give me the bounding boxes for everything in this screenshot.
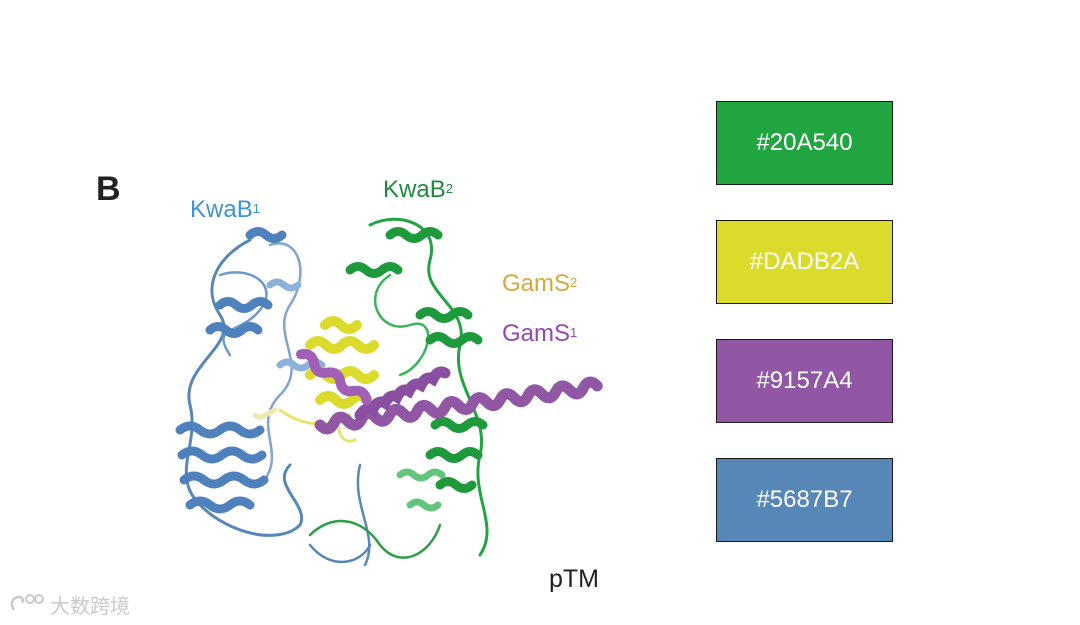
chain-label-kwab1: KwaB1 xyxy=(190,198,260,222)
color-swatch-hex-label: #5687B7 xyxy=(756,486,853,513)
protein-structure-figure: B KwaB1 KwaB2 GamS2 GamS1 xyxy=(8,170,603,619)
chain-label-gams2-name: GamS xyxy=(502,270,571,297)
gams2-tail xyxy=(252,407,278,420)
kwab2-coil xyxy=(308,519,442,559)
chain-label-gams2-superscript: 2 xyxy=(570,275,578,290)
chain-label-kwab2-superscript: 2 xyxy=(445,181,453,196)
chain-label-gams2: GamS2 xyxy=(502,272,577,296)
watermark-text: 大数跨境 xyxy=(50,596,130,618)
kwab1-helix-bundle xyxy=(175,227,287,514)
chain-label-gams1: GamS1 xyxy=(502,322,577,346)
color-swatch: #9157A4 xyxy=(716,339,893,423)
chain-label-kwab1-superscript: 1 xyxy=(252,201,260,216)
gams1-lower-helix xyxy=(295,348,372,406)
color-swatch: #DADB2A xyxy=(716,220,893,304)
color-swatch-list: #20A540 #DADB2A #9157A4 #5687B7 xyxy=(716,101,896,577)
kwab2-helix-bundle xyxy=(345,227,488,493)
panel-letter: B xyxy=(96,170,121,208)
kwab1-coil xyxy=(308,463,372,567)
ptm-label: pTM xyxy=(549,565,599,593)
watermark-logo-icon xyxy=(8,592,46,618)
chain-label-kwab1-name: KwaB xyxy=(190,196,253,223)
color-swatch-hex-label: #20A540 xyxy=(756,129,853,156)
kwab2-ribbon xyxy=(308,217,489,559)
color-swatch-hex-label: #9157A4 xyxy=(756,367,853,394)
chain-label-kwab2: KwaB2 xyxy=(383,178,453,202)
color-swatch-hex-label: #DADB2A xyxy=(749,248,860,275)
kwab2-light-helices xyxy=(396,468,446,512)
color-swatch: #5687B7 xyxy=(716,458,893,542)
kwab1-coil xyxy=(218,271,268,357)
chain-label-gams1-name: GamS xyxy=(502,320,571,347)
gams1-ribbon xyxy=(295,348,603,435)
kwab2-coil xyxy=(373,273,430,377)
chain-label-kwab2-name: KwaB xyxy=(383,176,446,203)
color-swatch: #20A540 xyxy=(716,101,893,185)
protein-ribbon-illustration xyxy=(175,217,603,567)
chain-label-gams1-superscript: 1 xyxy=(570,325,578,340)
kwab1-coil xyxy=(258,242,302,487)
watermark: 大数跨境 xyxy=(8,590,130,619)
kwab1-ribbon xyxy=(175,227,372,567)
gams1-diagonal-helix xyxy=(354,366,451,421)
